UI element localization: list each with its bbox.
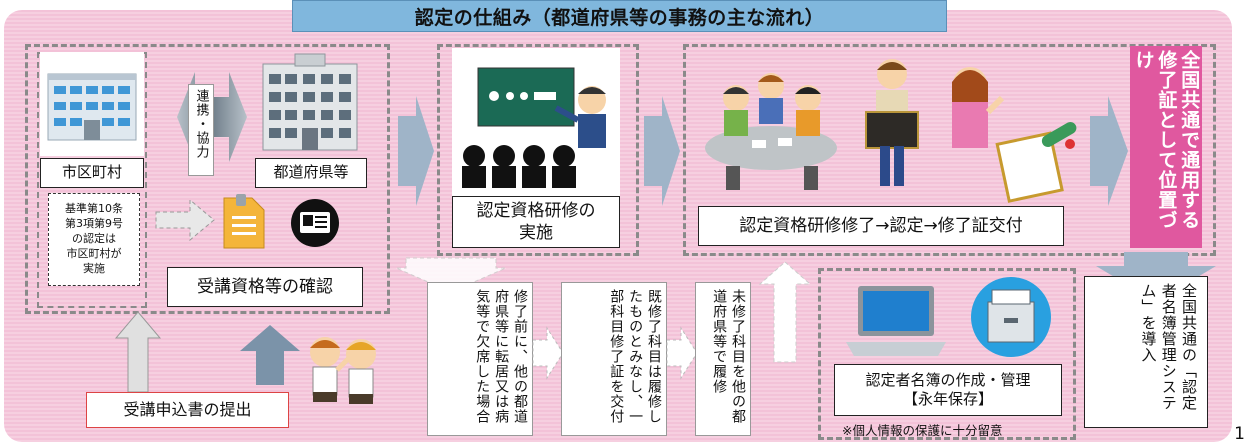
arrow-application-up-right xyxy=(240,325,300,385)
arrow-case3-up-to-completion xyxy=(758,261,812,363)
arrow-to-training xyxy=(398,96,434,206)
case-remaining-subjects: 未修了科目を他の都道府県等で履修 xyxy=(695,282,751,436)
municipality-standard-note-text: 基準第10条 第3項第9号 の認定は 市区町村が 実施 xyxy=(65,202,123,275)
prefecture-building-image xyxy=(255,52,365,156)
graduate-illustration xyxy=(865,59,919,186)
teacher-illustration xyxy=(952,67,1005,148)
completion-label: 認定資格研修修了→認定→修了証交付 xyxy=(698,206,1064,246)
registry-frame xyxy=(818,268,1076,440)
completion-frame xyxy=(683,44,1216,256)
municipality-building-icon xyxy=(47,73,137,141)
laptop-icon xyxy=(846,286,946,356)
cooperation-label: 連携・協力 xyxy=(188,84,214,176)
id-card-icon xyxy=(291,199,339,247)
arrow-to-nationwide-certificate xyxy=(1090,96,1128,206)
national-system-label: 全国共通の「認定者名簿管理システム」を導入 xyxy=(1084,276,1208,428)
eligibility-check-label: 受講資格等の確認 xyxy=(167,267,363,307)
prefecture-building-icon xyxy=(262,53,358,151)
registry-label: 認定者名簿の作成・管理 【永年保存】 xyxy=(834,364,1062,416)
page-number: 1 xyxy=(1234,424,1245,444)
arrow-to-completion xyxy=(644,96,680,206)
meeting-illustration xyxy=(705,73,837,190)
arrow-case1-to-case2 xyxy=(532,326,564,380)
privacy-note: ※個人情報の保護に十分留意 xyxy=(842,423,1003,438)
arrow-training-down-dashed xyxy=(395,257,507,293)
arrow-note-to-documents xyxy=(155,198,215,242)
municipality-label: 市区町村 xyxy=(40,158,144,188)
training-illustration xyxy=(452,48,620,196)
children-illustration xyxy=(310,337,376,404)
prefecture-label: 都道府県等 xyxy=(255,158,367,188)
diagram-title: 認定の仕組み（都道府県等の事務の主な流れ） xyxy=(292,0,947,32)
municipality-building-image xyxy=(40,52,144,156)
certificate-illustration xyxy=(995,122,1077,203)
file-cabinet-icon xyxy=(971,277,1051,357)
registry-label-text: 認定者名簿の作成・管理 【永年保存】 xyxy=(865,370,1031,409)
lecture-icon xyxy=(462,67,606,188)
training-label-text: 認定資格研修の 実施 xyxy=(476,200,596,243)
training-frame xyxy=(437,44,639,256)
application-submission-label: 受講申込書の提出 xyxy=(86,392,289,428)
arrow-application-up-left xyxy=(114,311,162,393)
nationwide-certificate-label: 全国共通で通用する修了証として位置づけ xyxy=(1130,46,1202,248)
arrow-case2-to-case3 xyxy=(666,326,698,380)
case-partial-certificate: 既修了科目は履修したものとみなし、一部科目修了証を交付 xyxy=(561,282,667,436)
case-moved-or-absent: 修了前に、他の都道府県等に転居又は病気等で欠席した場合 xyxy=(427,282,533,436)
left-group-frame xyxy=(25,44,390,314)
training-label: 認定資格研修の 実施 xyxy=(452,196,620,248)
municipality-standard-note: 基準第10条 第3項第9号 の認定は 市区町村が 実施 xyxy=(48,193,140,286)
document-icon xyxy=(223,194,265,249)
